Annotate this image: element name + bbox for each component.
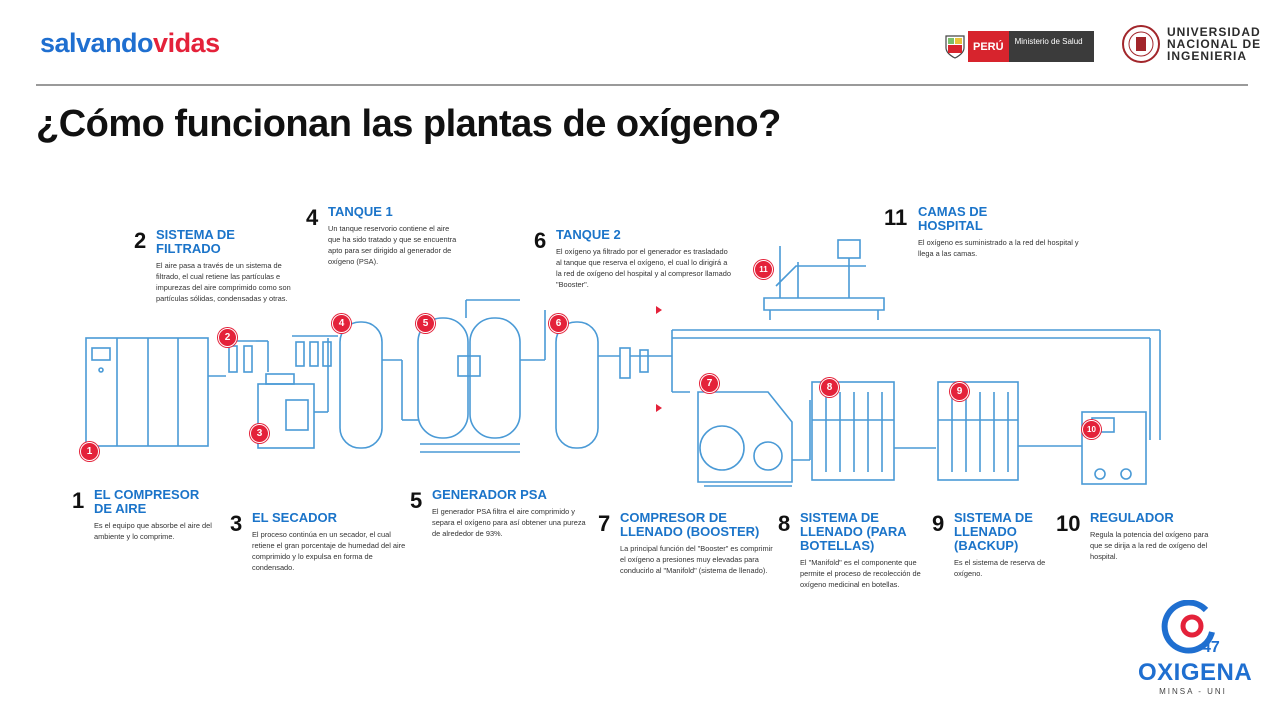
step-number: 1 <box>72 488 85 513</box>
step-description: El oxígeno ya filtrado por el generador … <box>556 247 732 289</box>
step-number: 8 <box>778 511 791 536</box>
badge-2: 2 <box>218 328 237 347</box>
badge-9: 9 <box>950 382 969 401</box>
psa-column-a <box>417 317 469 439</box>
psa-column-b <box>469 317 521 439</box>
step-number: 3 <box>230 511 243 536</box>
tank-1-shape <box>339 321 383 449</box>
step-number: 9 <box>932 511 945 536</box>
step-heading: EL SECADOR <box>252 510 337 525</box>
step-number: 5 <box>410 488 423 513</box>
step-heading: TANQUE 2 <box>556 227 621 242</box>
backup-bottles-shape <box>937 381 1019 481</box>
step-heading: EL COMPRESOR DE AIRE <box>94 487 200 516</box>
step-heading: REGULADOR <box>1090 510 1174 525</box>
logo-part-2: vidas <box>153 28 220 58</box>
step-description: El aire pasa a través de un sistema de f… <box>156 261 291 303</box>
step-heading: SISTEMA DE LLENADO (BACKUP) <box>954 510 1033 553</box>
header-divider <box>36 84 1248 86</box>
step-heading: SISTEMA DE FILTRADO <box>156 227 235 256</box>
badge-4: 4 <box>332 314 351 333</box>
step-heading: SISTEMA DE LLENADO (PARA BOTELLAS) <box>800 510 907 553</box>
air-compressor-shape <box>85 337 209 447</box>
step-heading: CAMAS DE HOSPITAL <box>918 204 988 233</box>
regulator-shape <box>1081 411 1147 485</box>
step-number: 10 <box>1056 511 1081 536</box>
oxigena-sub: MINSA - UNI <box>1159 687 1227 696</box>
logo-part-1: salvando <box>40 28 154 58</box>
manifold-bottles-shape <box>811 381 895 481</box>
step-description: El generador PSA filtra el aire comprimi… <box>432 507 586 538</box>
oxigena-logo: 47 OXIGENA MINSA - UNI <box>1138 599 1253 696</box>
university-line-2: NACIONAL DE <box>1167 37 1262 51</box>
brand-logo: salvandovidas <box>40 28 220 59</box>
hospital-bed-shape <box>763 297 885 311</box>
university-seal-icon <box>1122 25 1160 63</box>
step-description: Un tanque reservorio contiene el aire qu… <box>328 224 457 266</box>
ministry-logo: PERÚ Ministerio de Salud <box>942 31 1094 62</box>
badge-8: 8 <box>820 378 839 397</box>
badge-3: 3 <box>250 424 269 443</box>
step-heading: COMPRESOR DE LLENADO (BOOSTER) <box>620 510 760 539</box>
step-description: Es el equipo que absorbe el aire del amb… <box>94 521 212 541</box>
page-title: ¿Cómo funcionan las plantas de oxígeno? <box>36 103 781 145</box>
step-description: Es el sistema de reserva de oxígeno. <box>954 558 1046 578</box>
oxigena-emblem-icon: 47 <box>1161 599 1220 656</box>
step-number: 11 <box>884 205 908 230</box>
step-description: El "Manifold" es el componente que permi… <box>800 558 921 589</box>
step-heading: TANQUE 1 <box>328 204 393 219</box>
step-heading: GENERADOR PSA <box>432 487 547 502</box>
tank-2-shape <box>555 321 599 449</box>
badge-5: 5 <box>416 314 435 333</box>
badge-10: 10 <box>1082 420 1101 439</box>
oxigena-word: OXIGENA <box>1138 659 1253 686</box>
university-line-3: INGENIERIA <box>1167 49 1248 63</box>
university-logo: UNIVERSIDAD NACIONAL DE INGENIERIA <box>1121 24 1261 64</box>
step-number: 4 <box>306 205 319 230</box>
gov-country: PERÚ <box>968 31 1009 62</box>
step-number: 2 <box>134 228 147 253</box>
booster-shape <box>697 391 793 483</box>
step-description: Regula la potencia del oxígeno para que … <box>1090 530 1209 561</box>
university-line-1: UNIVERSIDAD <box>1167 25 1261 39</box>
step-description: El oxígeno es suministrado a la red del … <box>918 238 1079 258</box>
peru-shield-icon <box>942 31 968 62</box>
step-description: El proceso continúa en un secador, el cu… <box>252 530 406 572</box>
gov-ministry: Ministerio de Salud <box>1008 31 1094 62</box>
oxigena-number: 47 <box>1202 639 1220 656</box>
badge-7: 7 <box>700 374 719 393</box>
badge-6: 6 <box>549 314 568 333</box>
step-number: 6 <box>534 228 547 253</box>
step-number: 7 <box>598 511 611 536</box>
step-description: La principal función del "Booster" es co… <box>620 544 773 575</box>
badge-11: 11 <box>754 260 773 279</box>
badge-1: 1 <box>80 442 99 461</box>
